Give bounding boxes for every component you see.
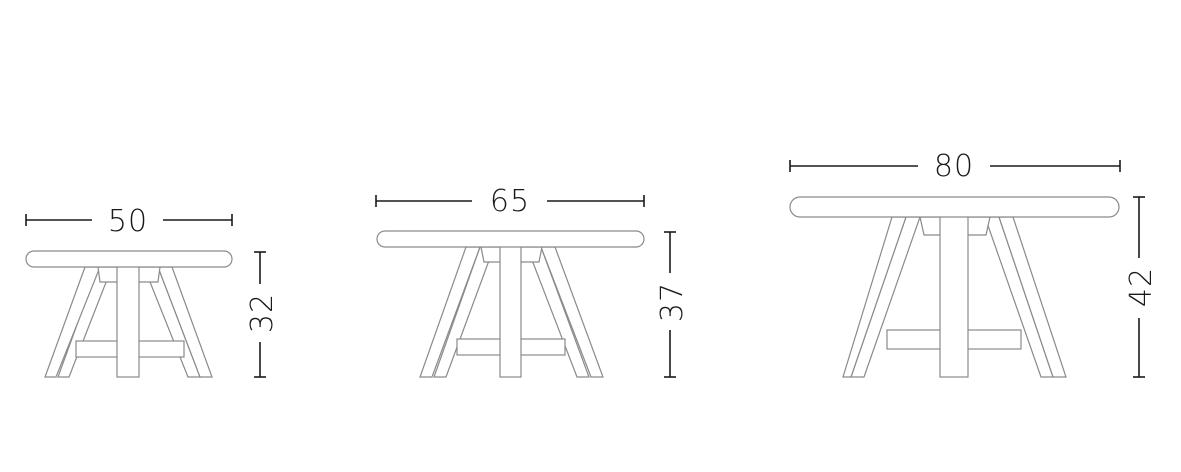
height-label-large: 42 (1124, 267, 1159, 307)
width-dimension-small: 50 (25, 204, 233, 239)
table-legs-large (842, 211, 1067, 378)
table-top-large (789, 196, 1120, 218)
table-large: 80 42 (789, 149, 1159, 378)
height-label-small: 32 (245, 293, 280, 333)
table-top-small (25, 250, 233, 268)
table-medium: 65 37 (375, 184, 690, 378)
height-dimension-large: 42 (1124, 196, 1159, 378)
width-dimension-medium: 65 (375, 184, 645, 219)
height-dimension-small: 32 (245, 251, 280, 378)
width-dimension-large: 80 (789, 149, 1121, 184)
table-small: 50 32 (25, 204, 280, 378)
width-label-small: 50 (108, 204, 148, 239)
width-label-medium: 65 (490, 184, 530, 219)
height-dimension-medium: 37 (655, 231, 690, 378)
width-label-large: 80 (934, 149, 974, 184)
table-top-medium (376, 230, 645, 248)
height-label-medium: 37 (655, 282, 690, 322)
table-legs-small (44, 261, 213, 378)
table-legs-medium (419, 242, 604, 378)
